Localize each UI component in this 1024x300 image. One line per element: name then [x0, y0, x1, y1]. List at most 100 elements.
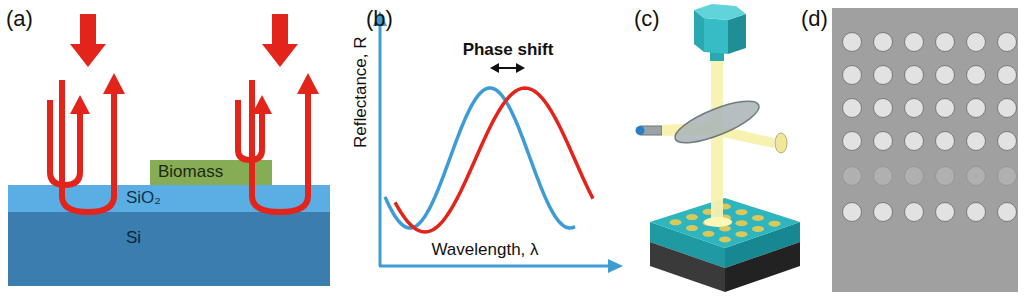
reflection-path [238, 100, 262, 160]
shifted-curve [395, 88, 593, 232]
arrow-head [516, 63, 525, 73]
lens [775, 133, 787, 153]
array-spot [843, 203, 862, 222]
array-spot [874, 203, 893, 222]
array-spot [905, 99, 924, 118]
layer-label: SiO₂ [126, 188, 161, 208]
panel-letter: (c) [634, 6, 660, 32]
array-spot [905, 33, 924, 52]
sensor-spot [752, 226, 764, 232]
array-spot [936, 132, 955, 151]
layer-label: Si [126, 228, 141, 248]
sensor-spot [736, 220, 748, 226]
x-axis [379, 265, 610, 268]
array-spot [967, 33, 986, 52]
camera-body [704, 18, 728, 54]
phase-shift-arrow [490, 63, 525, 73]
array-spot [967, 203, 986, 222]
array-spot [998, 167, 1017, 186]
reflected-heads [70, 73, 319, 114]
sensor-spot [736, 231, 748, 237]
array-spot [843, 66, 862, 85]
arrow-head [252, 95, 272, 114]
array-spot [843, 99, 862, 118]
sensor-spot [769, 221, 781, 227]
sensor-spot [703, 231, 715, 237]
layer-label: Biomass [158, 162, 223, 182]
array-spot [843, 167, 862, 186]
array-spot [998, 33, 1017, 52]
array-spot [905, 167, 924, 186]
shift-label: Phase shift [463, 40, 554, 60]
array-spot [843, 33, 862, 52]
panel-letter: (a) [6, 6, 33, 32]
arrow-head [297, 73, 319, 94]
reference-curve [385, 88, 575, 228]
camera-top [694, 4, 746, 20]
incident-arrows [70, 14, 298, 67]
array-spot [905, 66, 924, 85]
array-spot [936, 66, 955, 85]
axis-title: Wavelength, λ [431, 240, 538, 260]
array-spot [905, 132, 924, 151]
arrow-head [490, 63, 499, 73]
spot-array [843, 33, 1017, 222]
arrow-head [70, 95, 90, 114]
array-spot [843, 132, 862, 151]
array-spot [936, 203, 955, 222]
incident-arrow [70, 14, 106, 67]
axis-title: Reflectance, R [351, 36, 371, 148]
micrograph [832, 8, 1018, 292]
array-spot [936, 167, 955, 186]
reflected-rays [50, 80, 308, 212]
array-spot [998, 203, 1017, 222]
chip-base [725, 242, 800, 292]
chip-base [650, 242, 725, 292]
array-spot [905, 203, 924, 222]
arrow-head [103, 73, 125, 94]
array-spot [936, 33, 955, 52]
array-spot [874, 132, 893, 151]
phase-shift-line [496, 67, 519, 69]
silicon-substrate: Si [8, 212, 330, 286]
sensor-spot [719, 237, 731, 243]
array-spot [998, 99, 1017, 118]
sensor-spot [686, 225, 698, 231]
beam-splitter [670, 93, 763, 151]
array-spot [967, 132, 986, 151]
light-beam [711, 60, 723, 222]
array-spot [967, 167, 986, 186]
chart-axes [373, 11, 623, 273]
array-spot [874, 66, 893, 85]
light-source-tip [636, 126, 645, 135]
array-spot [998, 66, 1017, 85]
y-axis [379, 24, 382, 266]
array-spot [874, 167, 893, 186]
sensor-spots [670, 204, 781, 243]
array-spot [874, 99, 893, 118]
chip-top [650, 198, 800, 248]
camera-body [728, 14, 746, 54]
sensor-spot [736, 209, 748, 215]
array-spot [874, 33, 893, 52]
reflection-path [252, 80, 308, 212]
panel-letter: (d) [801, 6, 828, 32]
panel-letter: (b) [366, 6, 393, 32]
sensor-spot [752, 215, 764, 221]
array-spot [967, 66, 986, 85]
oxide-layer: SiO₂ [8, 185, 330, 212]
x-axis-head [608, 259, 623, 273]
reflection-path [62, 80, 114, 212]
sensor-spot [686, 214, 698, 220]
sensor-spot [670, 219, 682, 225]
microscope-setup [636, 4, 801, 292]
array-spot [967, 99, 986, 118]
light-spot [704, 217, 732, 227]
reflectance-curves [385, 88, 593, 232]
incident-arrow [262, 14, 298, 67]
array-spot [936, 99, 955, 118]
biomass-layer: Biomass [150, 160, 272, 185]
array-spot [998, 132, 1017, 151]
reflection-path [50, 100, 80, 185]
